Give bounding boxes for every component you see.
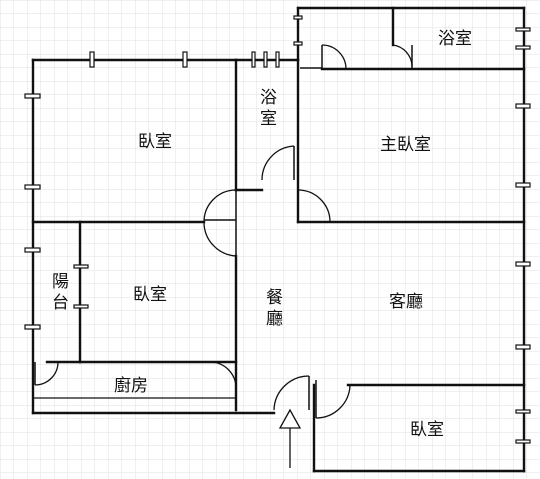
room-label-bedroom-top-left: 臥室	[138, 132, 172, 152]
room-label-bedroom-bottom-right: 臥室	[410, 420, 444, 440]
entrance-arrow-icon	[278, 408, 302, 468]
doors	[34, 44, 413, 419]
door-kitchen	[209, 361, 237, 389]
door-dining-top	[203, 189, 237, 257]
room-label-bedroom-middle: 臥室	[133, 285, 167, 305]
windows	[24, 15, 531, 444]
room-label-balcony: 陽台	[48, 272, 68, 314]
door-entrance	[273, 375, 351, 419]
room-label-bathroom-small: 浴室	[256, 88, 276, 130]
room-label-living-room: 客廳	[389, 292, 423, 312]
door-bathroom-top	[300, 44, 413, 70]
door-master-bedroom	[261, 145, 331, 223]
room-label-kitchen: 廚房	[114, 376, 148, 396]
room-label-bathroom-top-right: 浴室	[438, 29, 472, 49]
room-label-master-bedroom: 主臥室	[380, 135, 431, 155]
door-balcony	[34, 361, 59, 386]
room-label-dining: 餐廳	[262, 288, 282, 330]
outer-walls	[31, 6, 526, 473]
